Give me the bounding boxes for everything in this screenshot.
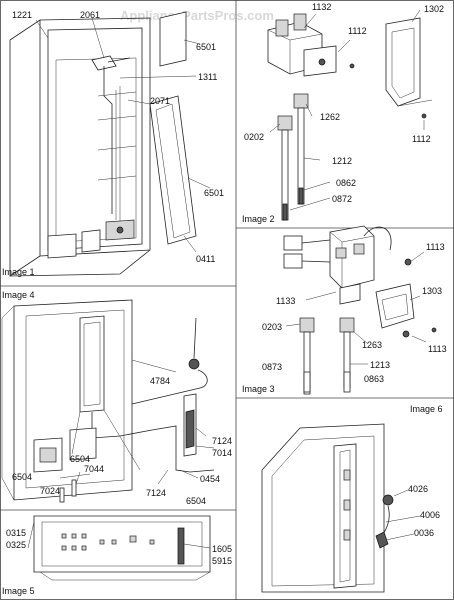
callout-6504-mid: 6504: [70, 454, 90, 464]
callout-1605: 1605: [212, 544, 232, 554]
image2-water-valve: [267, 9, 433, 221]
callout-1133: 1133: [276, 296, 295, 306]
image6-title: Image 6: [410, 404, 443, 414]
callout-7024: 7024: [40, 486, 60, 496]
callout-7124-bottom: 7124: [146, 488, 166, 498]
callout-5915: 5915: [212, 556, 232, 566]
callout-0036: 0036: [414, 528, 434, 538]
image2-title: Image 2: [242, 214, 275, 224]
callout-0315: 0315: [6, 528, 26, 538]
callout-0863: 0863: [364, 374, 384, 384]
callout-4026: 4026: [408, 484, 428, 494]
callout-7124-right: 7124: [212, 436, 232, 446]
image1-title: Image 1: [2, 267, 35, 277]
callout-0411: 0411: [196, 254, 215, 264]
callout-1113-bottom: 1113: [428, 344, 447, 354]
callout-1112-top: 1112: [348, 26, 367, 36]
callout-1221: 1221: [12, 10, 32, 20]
callout-1212: 1212: [332, 156, 352, 166]
image5-title: Image 5: [2, 586, 35, 596]
callout-1112-bottom: 1112: [412, 134, 431, 144]
callout-1263: 1263: [362, 340, 382, 350]
callout-1213: 1213: [370, 360, 390, 370]
watermark: AppliancePartsPros.com: [120, 8, 274, 23]
callout-0454: 0454: [200, 474, 220, 484]
callout-1132: 1132: [312, 2, 331, 12]
callout-4784: 4784: [150, 376, 170, 386]
image3-bottom-tubes: [303, 371, 351, 393]
callout-7014: 7014: [212, 448, 232, 458]
image6-cabinet-corner: [261, 423, 421, 593]
callout-6504-bottom: 6504: [186, 496, 206, 506]
callout-6504-left: 6504: [12, 472, 32, 482]
image3-title: Image 3: [242, 384, 275, 394]
callout-0202: 0202: [244, 132, 264, 142]
image1-refrigerator-back: [9, 11, 211, 277]
callout-1311: 1311: [198, 72, 217, 82]
callout-1113-top: 1113: [426, 242, 445, 252]
callout-1262: 1262: [320, 112, 340, 122]
callout-7044: 7044: [84, 464, 104, 474]
callout-0873: 0873: [262, 362, 282, 372]
callout-2061: 2061: [80, 10, 100, 20]
image5-bottom-panel: [27, 515, 211, 581]
callout-0872: 0872: [332, 194, 352, 204]
callout-1303: 1303: [422, 286, 442, 296]
callout-1302: 1302: [424, 4, 444, 14]
image4-lower-cabinet: [1, 299, 215, 503]
callout-6501-top: 6501: [196, 42, 216, 52]
callout-2071: 2071: [150, 96, 170, 106]
callout-0325: 0325: [6, 540, 26, 550]
callout-4006: 4006: [420, 510, 440, 520]
image4-title: Image 4: [2, 290, 35, 300]
callout-0862: 0862: [336, 178, 356, 188]
image3-water-valve-assembly: [283, 225, 437, 395]
callout-6501-side: 6501: [204, 188, 224, 198]
callout-0203: 0203: [262, 322, 282, 332]
